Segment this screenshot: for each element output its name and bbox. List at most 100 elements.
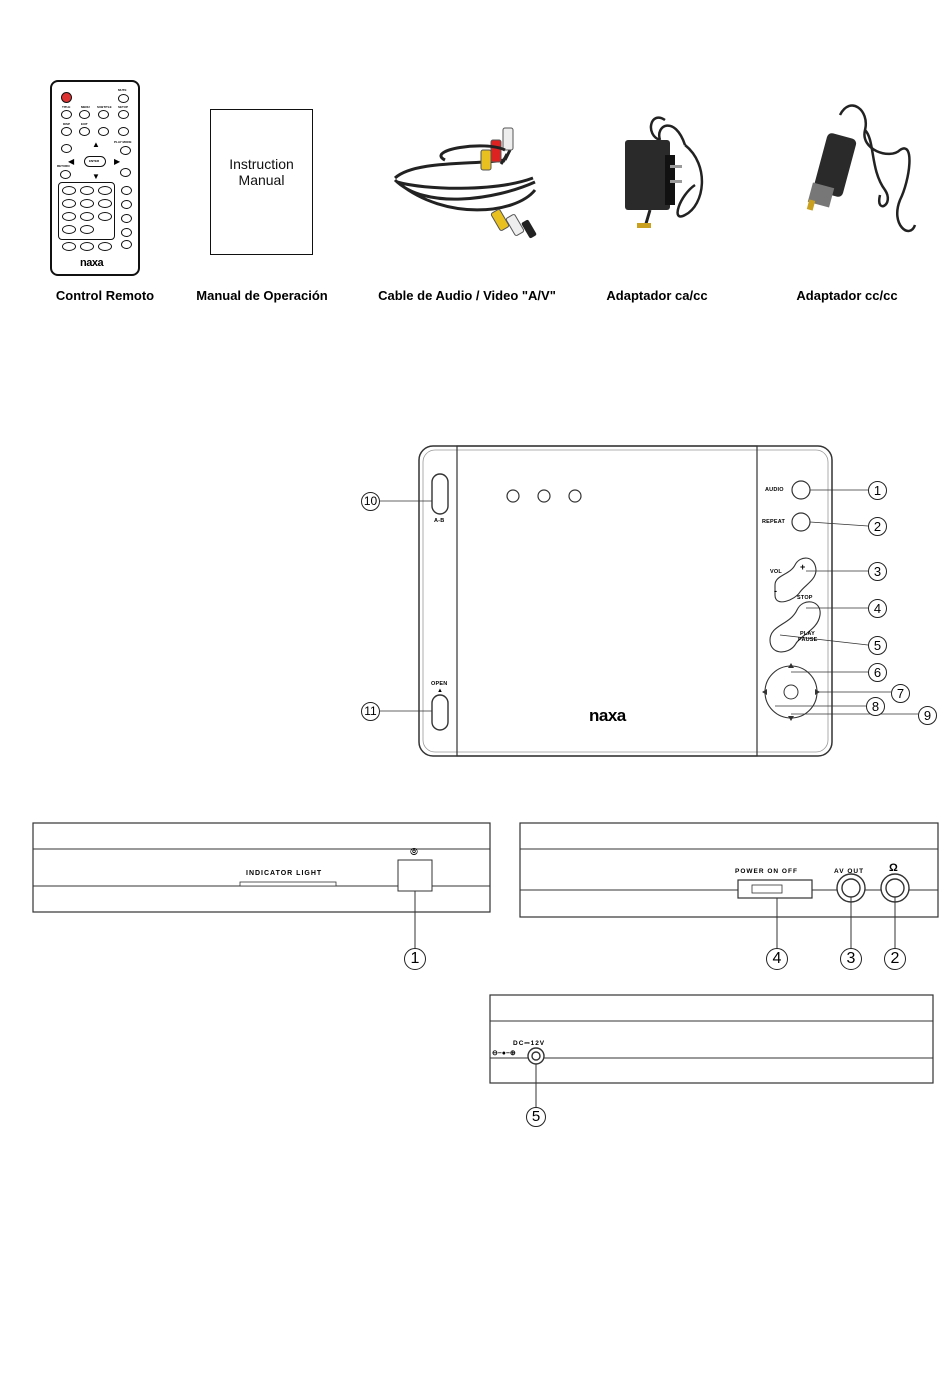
remote-label-enter: ENTER [89,159,100,163]
ab-label: A-B [434,518,445,524]
instruction-manual: Instruction Manual [210,109,313,255]
vol-plus-label: + [800,562,806,572]
right-callout-2: 2 [884,948,906,970]
key-7 [62,212,76,221]
play-label: PLAY [800,631,815,637]
remote-button [61,110,72,119]
remote-label-disp: DISP [63,122,71,126]
player-body-outline [380,445,918,757]
open-arrow-icon: ▲ [437,688,444,694]
remote-label-title: TITLE [62,105,71,109]
remote-button [98,110,109,119]
indicator-light-label: INDICATOR LIGHT [246,870,323,877]
right-callout-3: 3 [840,948,862,970]
open-label: OPEN [431,681,448,687]
dc-in-label: DC⎓12V [513,1040,546,1047]
nav-left-icon: ◀ [68,157,75,166]
av-out-label: AV OUT [834,868,865,875]
callout-3: 3 [868,562,887,581]
remote-button [118,94,129,103]
key-4 [62,199,76,208]
front-callout-1: 1 [404,948,426,970]
callout-1: 1 [868,481,887,500]
vol-label: VOL [770,569,782,575]
headphone-icon: Ω [889,862,898,874]
key-5 [80,199,94,208]
remote-button [121,228,132,237]
vol-minus-label: - [774,586,778,596]
remote-button [120,146,131,155]
front-panel-outline [32,822,491,948]
remote-button [61,144,72,153]
av-cable-caption: Cable de Audio / Video "A/V" [378,288,556,303]
remote-button [121,214,132,223]
remote-label-playmode: PLAY MODE [114,140,132,144]
remote-logo: naxa [80,257,104,269]
key-6 [98,199,112,208]
audio-label: AUDIO [765,487,784,493]
remote-button [80,242,94,251]
key-8 [80,212,94,221]
nav-up-icon: ▲ [92,140,100,149]
callout-2: 2 [868,517,887,536]
repeat-label: REPEAT [762,519,786,525]
left-callout-5: 5 [526,1107,546,1127]
remote-button [121,240,132,249]
car-adapter-image [806,104,917,233]
remote-button [60,170,71,179]
nav-right-icon: ▶ [114,157,121,166]
key-3 [98,186,112,195]
manual-cover-line1: Instruction [229,156,294,172]
remote-button [120,168,131,177]
av-cable-image [393,127,537,239]
remote-button [98,127,109,136]
callout-5: 5 [868,636,887,655]
remote-button [79,110,90,119]
callout-7: 7 [891,684,910,703]
remote-label-setup: SETUP [118,105,129,109]
right-panel-outline [519,822,939,948]
remote-button [121,186,132,195]
callout-8: 8 [866,697,885,716]
remote-label-exit: EXIT [81,122,88,126]
remote-label-return: RETURN [57,164,70,168]
remote-label-subtitle: SUBTITLE [97,105,112,109]
power-switch-label: POWER ON OFF [735,868,798,875]
key-9 [98,212,112,221]
number-pad [58,182,115,240]
remote-button [121,200,132,209]
polarity-icon: ⊖–●–⊕ [492,1050,516,1057]
remote-button [118,110,129,119]
callout-4: 4 [868,599,887,618]
ac-adapter-image [625,116,704,228]
remote-button [98,242,112,251]
callout-10: 10 [361,492,380,511]
left-panel-outline [489,994,934,1107]
power-icon [61,92,72,103]
pause-label: PAUSE [798,637,818,643]
remote-button [79,127,90,136]
stop-label: STOP [797,595,813,601]
remote-label-mute: MUTE [118,88,127,92]
remote-button [62,242,76,251]
remote-control: MUTE TITLE MENU SUBTITLE SETUP DISP EXIT… [50,80,140,276]
callout-11: 11 [361,702,380,721]
key-1 [62,186,76,195]
nav-down-icon: ▼ [92,172,100,181]
callout-6: 6 [868,663,887,682]
player-logo: naxa [589,706,626,725]
callout-9: 9 [918,706,937,725]
ac-adapter-caption: Adaptador ca/cc [606,288,708,303]
manual-caption: Manual de Operación [196,288,328,303]
key-2 [80,186,94,195]
remote-button [118,127,129,136]
key-10plus [80,225,94,234]
remote-caption: Control Remoto [55,288,155,303]
manual-cover-line2: Manual [238,172,285,188]
enter-button [84,156,106,167]
ir-sensor-icon: ⦾ [410,847,418,858]
remote-label-menu: MENU [81,105,90,109]
key-0 [62,225,76,234]
remote-button [61,127,72,136]
car-adapter-caption: Adaptador cc/cc [796,288,898,303]
